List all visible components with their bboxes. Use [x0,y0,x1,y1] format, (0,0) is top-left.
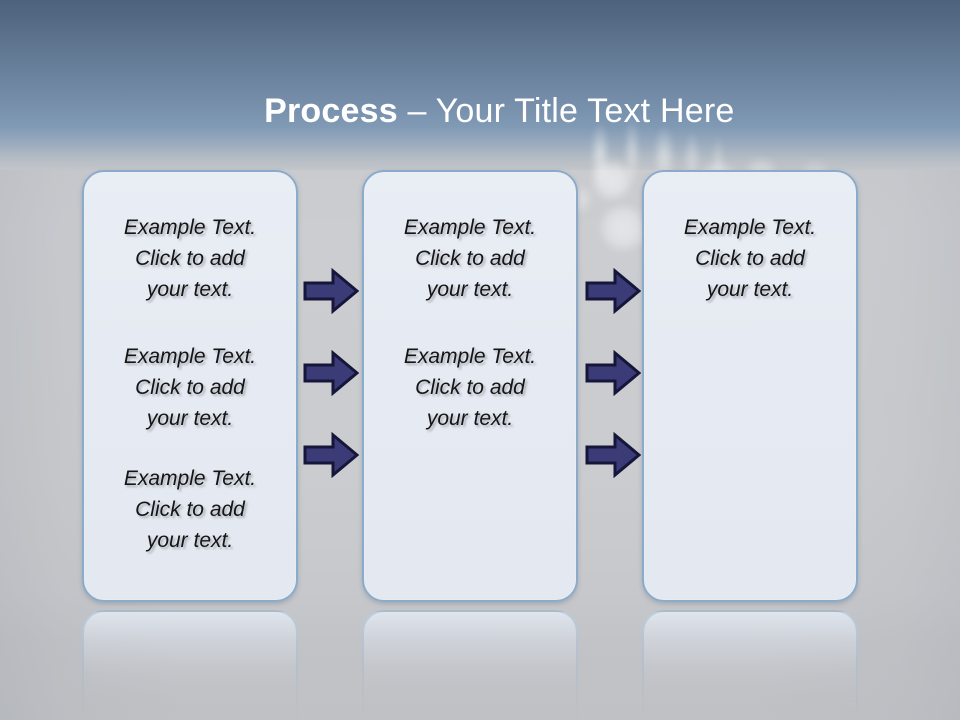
title-bold-part: Process [264,92,398,130]
text-placeholder-2-1[interactable]: Example Text. Click to add your text. [403,216,537,301]
text-placeholder-1-1[interactable]: Example Text. Click to add your text. [123,216,257,301]
text-placeholder-3-1[interactable]: Example Text. Click to add your text. [683,216,817,301]
arrow-2-2-icon[interactable] [585,350,641,396]
reflection-2 [362,610,578,720]
arrow-1-1-icon[interactable] [303,268,359,314]
arrow-2-1-icon[interactable] [585,268,641,314]
page-title: Process – Your Title Text Here [0,51,960,171]
reflection-1 [82,610,298,720]
text-placeholder-1-3[interactable]: Example Text. Click to add your text. [123,467,257,552]
process-box-1[interactable] [82,170,298,602]
reflection-3 [642,610,858,720]
background-sky-gradient [0,0,960,178]
text-placeholder-2-2[interactable]: Example Text. Click to add your text. [403,345,537,430]
title-light-part: Your Title Text Here [435,92,735,130]
text-placeholder-1-2[interactable]: Example Text. Click to add your text. [123,345,257,430]
process-box-3[interactable] [642,170,858,602]
arrow-1-3-icon[interactable] [303,432,359,478]
arrow-2-3-icon[interactable] [585,432,641,478]
title-separator: – [397,92,436,130]
arrow-1-2-icon[interactable] [303,350,359,396]
process-box-2[interactable] [362,170,578,602]
